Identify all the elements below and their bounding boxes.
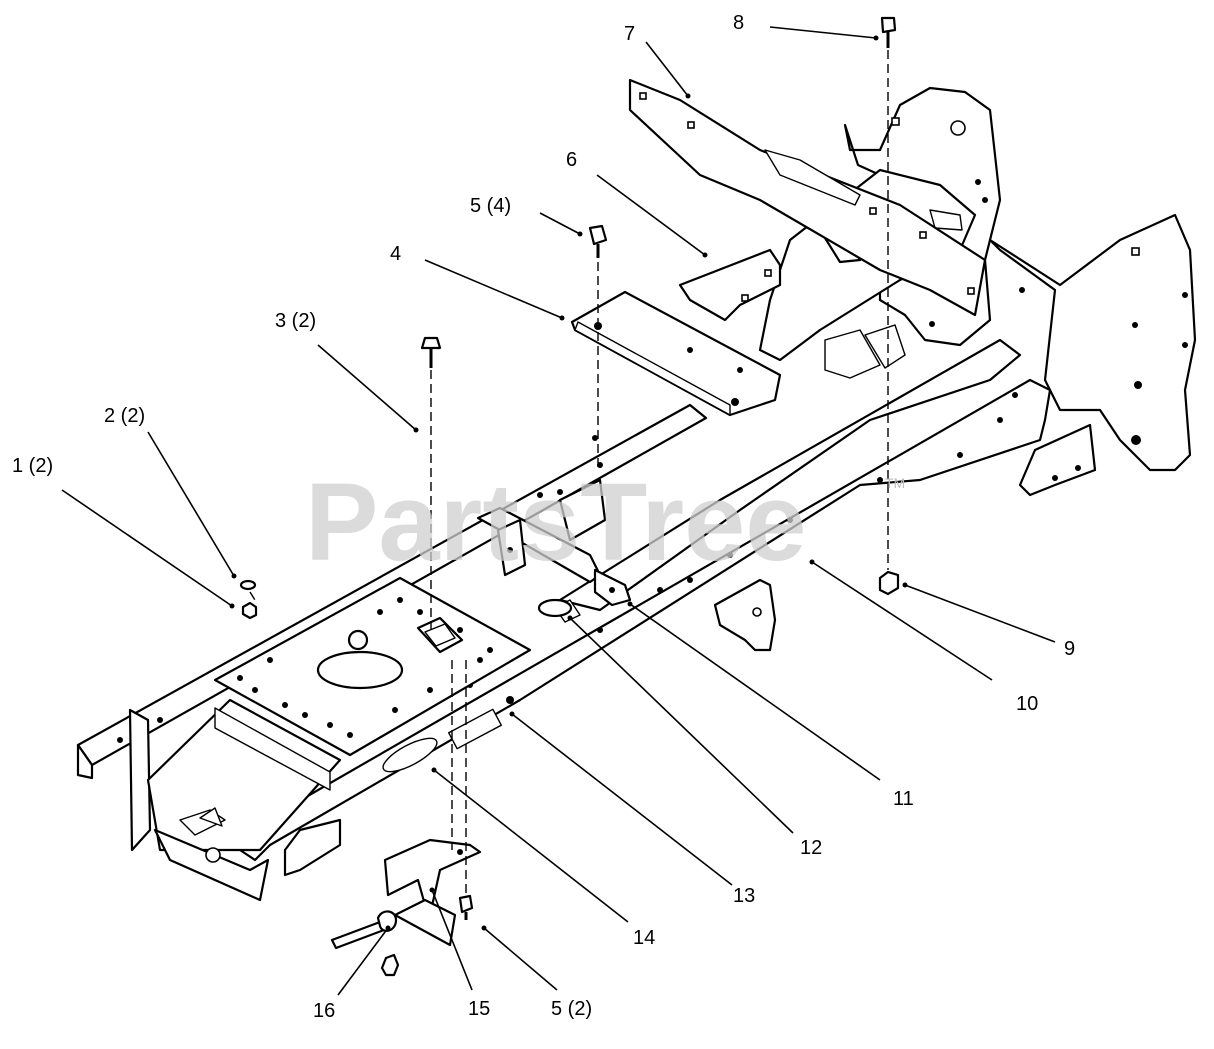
- callout-13: 13: [733, 885, 755, 907]
- frame-rail-right: [128, 378, 1052, 862]
- seat-latch: [347, 616, 464, 654]
- callout-12: 12: [800, 837, 822, 859]
- callout-15: 15: [468, 998, 490, 1020]
- rear-bracket: [1018, 423, 1097, 497]
- lower-hanger-bracket: [713, 578, 777, 652]
- callout-2: 2 (2): [104, 405, 145, 427]
- callout-7: 7: [624, 23, 635, 45]
- trademark-text: TM: [885, 475, 905, 491]
- callout-5-bottom: 5 (2): [551, 998, 592, 1020]
- callout-11: 11: [893, 788, 914, 810]
- leader-lines: [61, 26, 1056, 996]
- part-6-bracket: [678, 248, 782, 322]
- callout-5-top: 5 (4): [470, 195, 511, 217]
- part-8-bolt: [880, 16, 897, 48]
- part-3-bolt: [420, 336, 442, 368]
- callout-4: 4: [390, 243, 401, 265]
- watermark: PartsTree TM: [305, 461, 905, 584]
- part-2-washer: [239, 579, 257, 591]
- callout-10: 10: [1016, 693, 1038, 715]
- part-16-clip: [330, 910, 400, 977]
- callout-labels: 1 (2) 2 (2) 3 (2) 4 5 (4) 5 (2) 6 7 8 9 …: [12, 12, 1075, 1022]
- part-4-plate: [570, 290, 782, 417]
- callout-14: 14: [633, 927, 655, 949]
- part-5-bolt-top: [588, 224, 608, 258]
- callout-16: 16: [313, 1000, 335, 1022]
- front-axle-housing: [146, 698, 342, 902]
- rear-frame-plate-right: [988, 213, 1197, 472]
- callout-6: 6: [566, 149, 577, 171]
- watermark-text: PartsTree: [305, 461, 806, 584]
- callout-1: 1 (2): [12, 455, 53, 477]
- part-5-bolt-lower: [458, 894, 474, 920]
- leader-dots: [229, 35, 908, 931]
- part-1-nut: [241, 601, 258, 620]
- callout-9: 9: [1064, 638, 1075, 660]
- callout-3: 3 (2): [275, 310, 316, 332]
- assembly-center-lines: [249, 50, 889, 895]
- frame-assembly: [76, 86, 1197, 902]
- hitch-bracket: [476, 478, 632, 623]
- part-9-nut: [878, 570, 900, 596]
- callout-8: 8: [733, 12, 744, 34]
- part-7-bracket: [628, 78, 987, 317]
- engine-mounting-plate: [213, 576, 532, 757]
